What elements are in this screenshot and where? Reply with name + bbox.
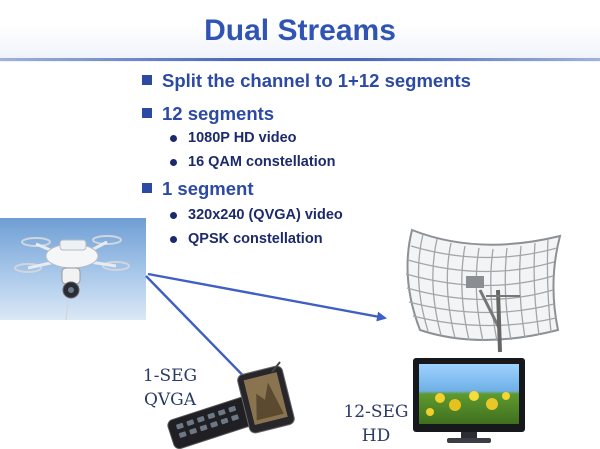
- drone-camera-icon: [0, 218, 146, 321]
- flat-tv-icon: [413, 358, 525, 443]
- title-divider: [0, 58, 600, 61]
- slide-title: Dual Streams: [204, 14, 396, 47]
- round-bullet-icon: [170, 135, 177, 142]
- caption-phone: 1-SEG QVGA: [135, 364, 205, 412]
- arrow-to-phone: [145, 275, 262, 395]
- round-bullet-icon: [170, 159, 177, 166]
- caption-line: HD: [361, 426, 391, 446]
- sub-bullet-text: 320x240 (QVGA) video: [188, 207, 343, 223]
- square-bullet-icon: [142, 75, 152, 85]
- bullet-text: 12 segments: [162, 103, 275, 124]
- square-bullet-icon: [142, 183, 152, 193]
- caption-tv: 12-SEG HD: [336, 400, 416, 448]
- caption-line: QVGA: [143, 390, 197, 410]
- sub-bullet-text: 1080P HD video: [188, 130, 297, 146]
- flip-phone-icon: [167, 361, 295, 449]
- bullet-text: 1 segment: [162, 178, 254, 199]
- square-bullet-icon: [142, 108, 152, 118]
- sub-bullet-text: 16 QAM constellation: [188, 154, 336, 170]
- title-band: [0, 0, 600, 62]
- arrow-to-antenna: [147, 272, 387, 322]
- caption-line: 12-SEG: [343, 402, 409, 422]
- bullet-text: Split the channel to 1+12 segments: [162, 70, 471, 91]
- round-bullet-icon: [170, 212, 177, 219]
- caption-line: 1-SEG: [142, 366, 198, 386]
- round-bullet-icon: [170, 236, 177, 243]
- grid-antenna-icon: [405, 228, 562, 353]
- sub-bullet-text: QPSK constellation: [188, 231, 323, 247]
